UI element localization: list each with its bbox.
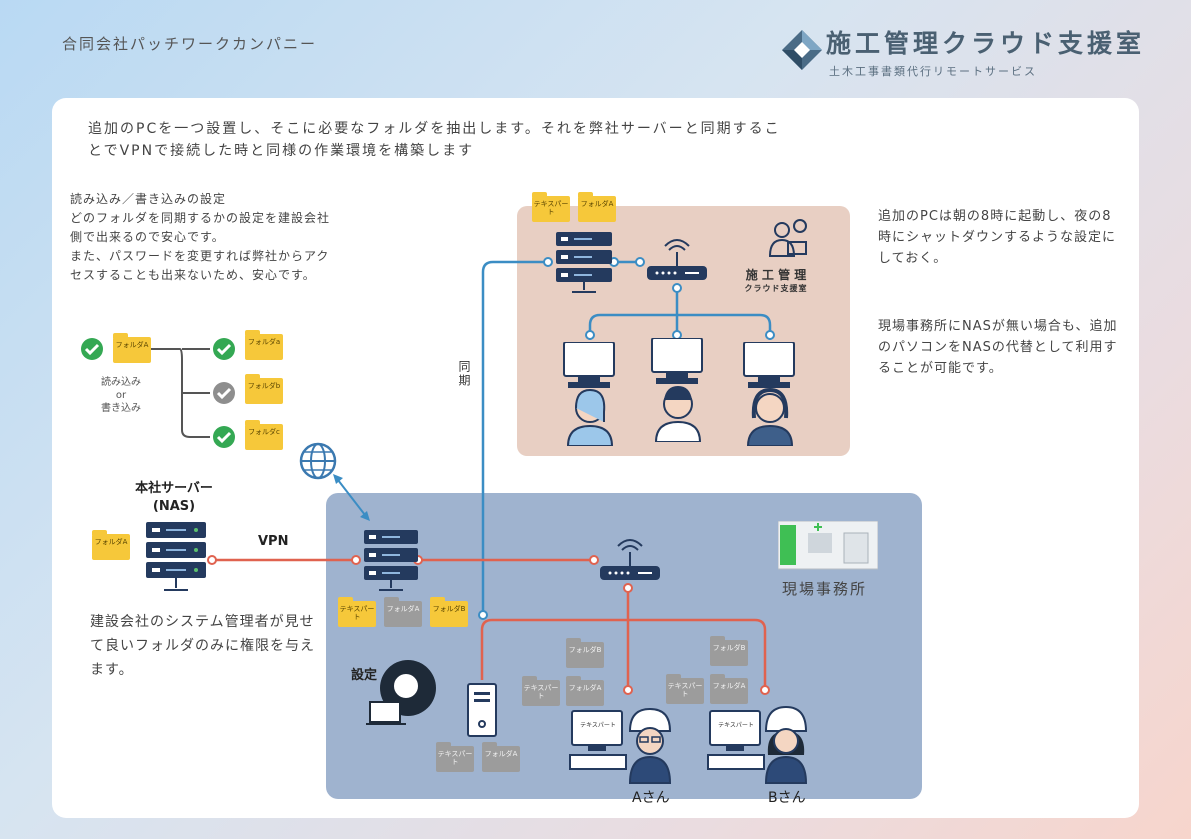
hq-folder-a-icon: フォルダA bbox=[92, 530, 130, 560]
hq-server-icon bbox=[146, 522, 206, 591]
folder-c-lower-icon: フォルダc bbox=[245, 420, 283, 450]
globe-icon bbox=[299, 442, 337, 480]
support-office-icon bbox=[768, 219, 807, 257]
pc-folder-a-icon: フォルダA bbox=[482, 742, 520, 772]
worker-man bbox=[651, 338, 703, 442]
right-note-nas: 現場事務所にNASが無い場合も、追加のパソコンをNASの代替として利用することが… bbox=[878, 319, 1118, 376]
brand-title: 施工管理クラウド支援室 bbox=[826, 29, 1146, 58]
folder-a-icon: フォルダA bbox=[710, 674, 748, 704]
vpn-label: VPN bbox=[258, 534, 289, 549]
intro-text: 追加のPCを一つ設置し、そこに必要なフォルダを抽出します。それを弊社サーバーと同… bbox=[88, 121, 781, 159]
cloud-server-icon bbox=[556, 232, 612, 293]
user-a-label: Aさん bbox=[632, 790, 670, 806]
folder-textpart-icon: テキスパート bbox=[666, 674, 704, 704]
cloud-folder-textpart-icon: テキスパート bbox=[532, 192, 570, 222]
cloud-router-icon bbox=[647, 239, 707, 280]
site-folder-a-icon: フォルダA bbox=[384, 597, 422, 627]
brand-subtitle: 土木工事書類代行リモートサービス bbox=[829, 65, 1037, 78]
folder-a-icon: フォルダA bbox=[113, 333, 151, 363]
folder-textpart-icon: テキスパート bbox=[522, 676, 560, 706]
admin-person-icon bbox=[366, 660, 436, 725]
folder-a-icon: フォルダA bbox=[566, 676, 604, 706]
permission-note: 建設会社のシステム管理者が見せて良いフォルダのみに権限を与えます。 bbox=[90, 614, 315, 678]
check-icon bbox=[81, 338, 103, 360]
folder-a-lower-icon: フォルダa bbox=[245, 330, 283, 360]
site-folder-b-icon: フォルダB bbox=[430, 597, 468, 627]
local-pc-tower-icon bbox=[467, 683, 497, 737]
user-a-workstation-icon bbox=[569, 707, 672, 784]
site-office-building-icon bbox=[778, 521, 878, 570]
cloud-folder-a-icon: フォルダA bbox=[578, 192, 616, 222]
support-office-title: 施 工 管 理クラウド支援室 bbox=[744, 268, 808, 293]
folder-b-icon: フォルダB bbox=[566, 638, 604, 668]
screen-b-text: テキスパート bbox=[718, 722, 754, 729]
settings-label: 設定 bbox=[351, 668, 378, 683]
folder-b-lower-icon: フォルダb bbox=[245, 374, 283, 404]
user-b-label: Bさん bbox=[768, 790, 806, 806]
left-note: 読み込み／書き込みの設定 どのフォルダを同期するかの設定を建設会社側で出来るので… bbox=[70, 192, 331, 282]
site-folder-textpart-icon: テキスパート bbox=[338, 597, 376, 627]
sync-label: 同期 bbox=[457, 360, 471, 388]
right-note-schedule: 追加のPCは朝の8時に起動し、夜の8時にシャットダウンするような設定にしておく。 bbox=[878, 209, 1117, 266]
screen-a-text: テキスパート bbox=[580, 722, 616, 729]
user-b-workstation-icon bbox=[707, 705, 808, 784]
brand-logo-icon bbox=[782, 30, 822, 70]
check-icon-disabled bbox=[213, 382, 235, 404]
site-server-icon bbox=[364, 530, 418, 591]
site-router-icon bbox=[600, 539, 660, 580]
folder-b-icon: フォルダB bbox=[710, 636, 748, 666]
company-name: 合同会社パッチワークカンパニー bbox=[62, 35, 318, 53]
check-icon bbox=[213, 426, 235, 448]
site-office-label: 現場事務所 bbox=[782, 580, 868, 598]
check-icon bbox=[213, 338, 235, 360]
worker-woman-1 bbox=[563, 342, 615, 446]
pc-folder-textpart-icon: テキスパート bbox=[436, 742, 474, 772]
hq-server-title: 本社サーバー(NAS) bbox=[135, 481, 213, 514]
worker-woman-2 bbox=[743, 342, 795, 446]
